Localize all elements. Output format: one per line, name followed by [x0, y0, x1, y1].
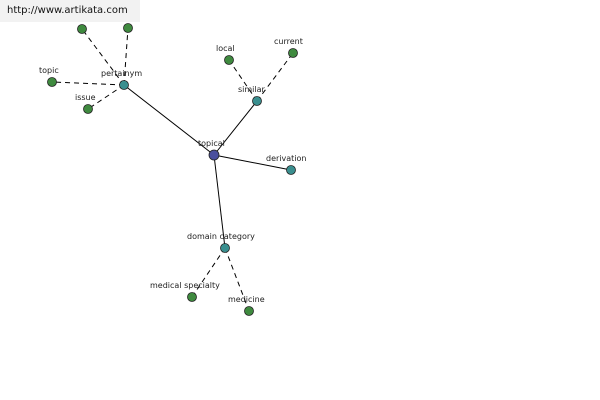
edge-topical-to-derivation [213, 154, 292, 171]
node-leaf-unlabeled-2[interactable] [123, 23, 133, 33]
node-leaf-unlabeled-1[interactable] [77, 24, 87, 34]
edge-domain-category-to-medical-specialty [191, 247, 226, 298]
node-topic[interactable] [47, 77, 57, 87]
nodes-layer [47, 23, 298, 316]
edges-layer [51, 27, 294, 312]
node-derivation[interactable] [286, 165, 296, 175]
node-similar[interactable] [252, 96, 262, 106]
edge-similar-to-current [256, 52, 294, 102]
label-pertainym[interactable]: pertainym [101, 69, 142, 78]
url-watermark: http://www.artikata.com [7, 5, 128, 16]
edge-topical-to-domain-category [213, 154, 226, 249]
node-medical-specialty[interactable] [187, 292, 197, 302]
node-pertainym[interactable] [119, 80, 129, 90]
label-current[interactable]: current [274, 37, 303, 46]
node-issue[interactable] [83, 104, 93, 114]
label-domain-category[interactable]: domain category [187, 232, 255, 241]
edge-pertainym-to-topic [51, 81, 125, 86]
edge-topical-to-pertainym [123, 84, 215, 156]
labels-layer: topical pertainym similar derivation domain … [39, 37, 306, 304]
label-similar[interactable]: similar [238, 85, 266, 94]
node-current[interactable] [288, 48, 298, 58]
node-topical[interactable] [208, 149, 220, 161]
node-medicine[interactable] [244, 306, 254, 316]
label-medicine[interactable]: medicine [228, 295, 265, 304]
node-domain-category[interactable] [220, 243, 230, 253]
edge-similar-to-local [228, 59, 258, 102]
edge-domain-category-to-medicine [224, 247, 250, 312]
label-derivation[interactable]: derivation [266, 154, 306, 163]
edge-pertainym-to-leaf-unlabeled-2 [123, 27, 129, 86]
label-local[interactable]: local [216, 44, 235, 53]
node-local[interactable] [224, 55, 234, 65]
url-banner: http://www.artikata.com [0, 0, 140, 22]
label-medical-specialty[interactable]: medical specialty [150, 281, 220, 290]
label-issue[interactable]: issue [75, 93, 96, 102]
label-topical[interactable]: topical [198, 139, 225, 148]
edge-pertainym-to-issue [87, 84, 125, 110]
edge-topical-to-similar [213, 100, 258, 156]
edge-pertainym-to-leaf-unlabeled-1 [81, 28, 125, 86]
label-topic[interactable]: topic [39, 66, 59, 75]
